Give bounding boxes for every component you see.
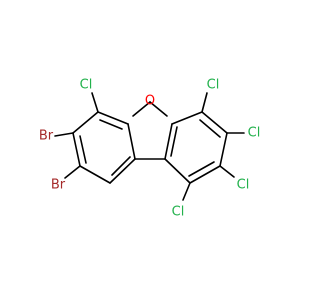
bond-c1-c9b: [109, 158, 136, 184]
atom-cl2: Cl: [207, 78, 220, 93]
atom-cl3: Cl: [248, 126, 261, 141]
atom-cl5: Cl: [172, 205, 185, 220]
atom-label-layer: O Cl Br Br Cl Cl Cl Cl: [39, 78, 260, 220]
bond-c8-c9: [189, 165, 221, 184]
bond-c9-cl: [182, 182, 191, 201]
atom-cl4: Cl: [237, 178, 250, 193]
bond-c4-cl: [91, 92, 99, 113]
bond-c4a-c4-inner: [99, 119, 123, 130]
bond-layer: [54, 92, 245, 201]
bond-o-c4a: [132, 101, 151, 117]
molecule-structure: O Cl Br Br Cl Cl Cl Cl: [39, 78, 260, 220]
bond-c8-c9-inner: [188, 161, 215, 177]
bond-c6-cl: [201, 92, 208, 113]
bond-c1-c9b-inner: [111, 156, 131, 176]
bond-c3-br: [54, 132, 74, 137]
bond-c3-c2: [72, 132, 81, 167]
atom-br1: Br: [39, 129, 54, 144]
bond-c9-c9a: [164, 158, 191, 184]
bond-c4a-c9b: [127, 123, 136, 160]
atom-cl1: Cl: [80, 78, 93, 93]
bond-c6-c7-inner: [199, 119, 221, 138]
bond-c2-br: [64, 165, 81, 179]
bond-c4a-c4: [97, 111, 129, 125]
bond-c7-c8: [219, 132, 228, 167]
bond-c5a-c9a: [164, 123, 173, 160]
bond-c8-cl: [219, 165, 235, 178]
bond-c5a-c6: [171, 111, 203, 125]
bond-o-c5a: [149, 101, 168, 117]
bond-c3-c2-inner: [79, 135, 87, 164]
bond-c4-c3: [72, 111, 99, 134]
bond-c2-c1: [79, 165, 111, 184]
bond-c9a-c5a-inner: [170, 126, 178, 157]
bond-c6-c7: [201, 111, 228, 134]
atom-br2: Br: [51, 178, 66, 193]
atom-o: O: [145, 94, 155, 109]
